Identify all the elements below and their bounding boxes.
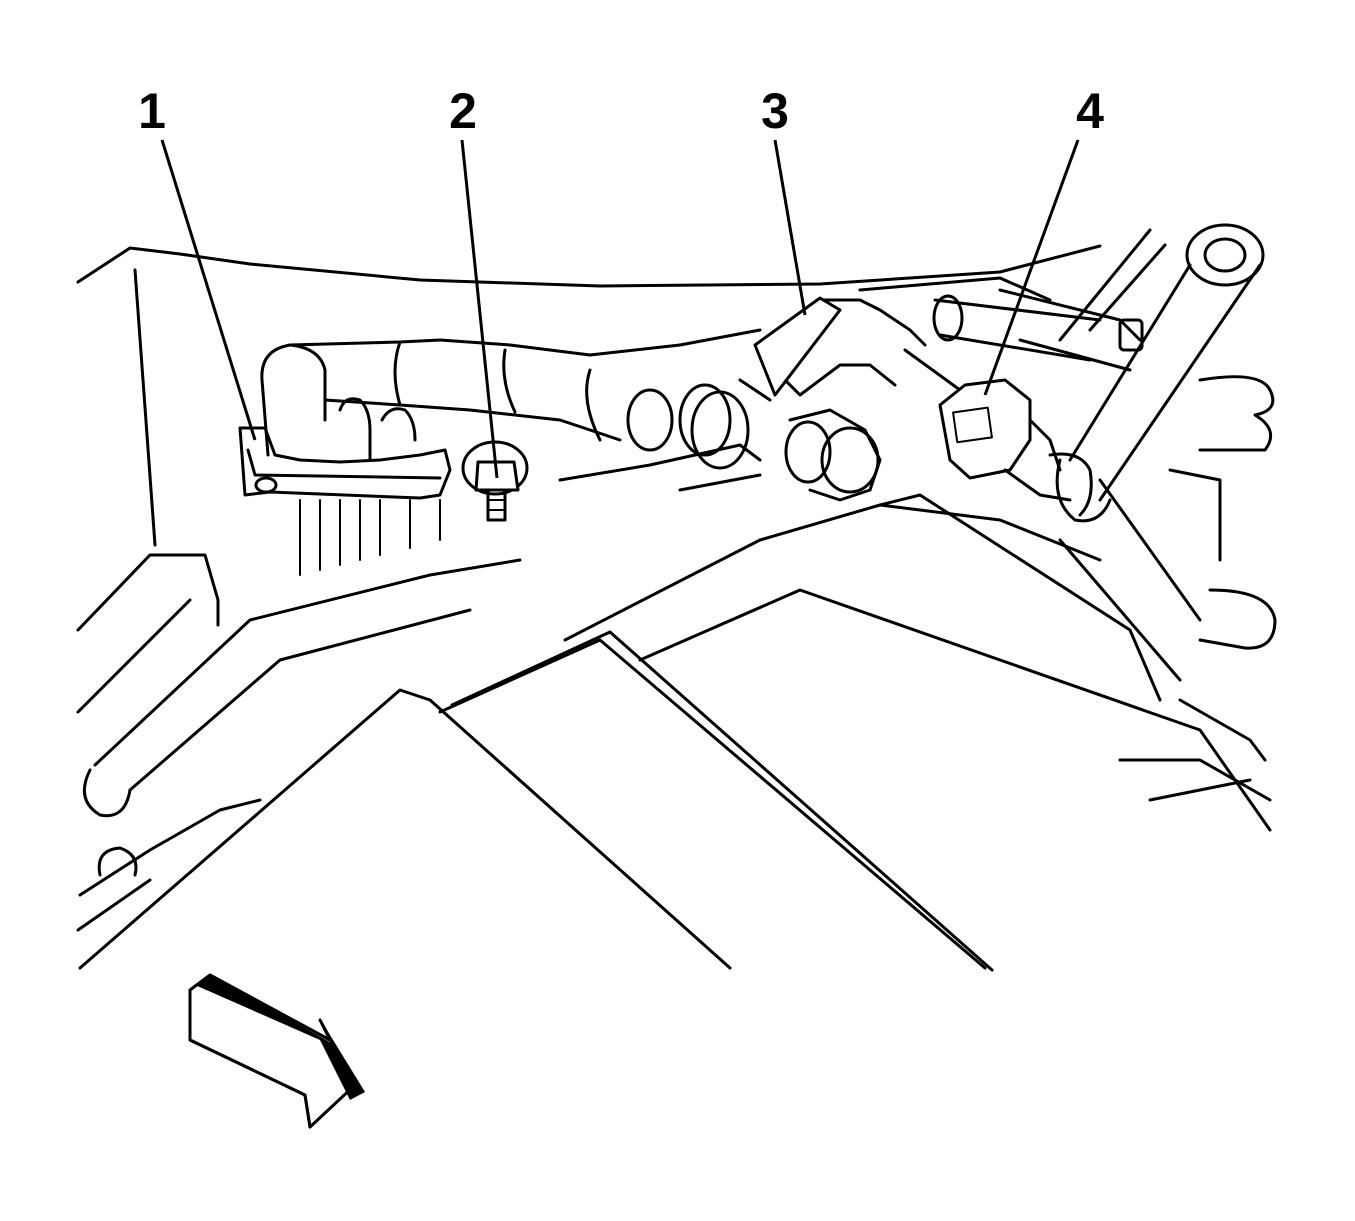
- hose-fitting: [558, 443, 762, 492]
- callout-2: 2: [449, 83, 477, 139]
- quick-connector: [938, 288, 1144, 517]
- leader-line-3: [773, 139, 807, 316]
- hose-bracket: [238, 343, 452, 500]
- callout-3: 3: [761, 83, 789, 139]
- elbow-hose: [753, 276, 1102, 502]
- leader-line-2: [460, 139, 499, 479]
- callout-1: 1: [138, 83, 166, 139]
- stud-bolt: [461, 440, 529, 522]
- coolant-hose: [288, 328, 772, 470]
- callout-4: 4: [1076, 83, 1104, 139]
- direction-arrow-icon: [188, 973, 365, 1129]
- leader-line-4: [983, 139, 1080, 396]
- leader-line-1: [160, 139, 257, 441]
- leader-lines: [160, 139, 1080, 479]
- callout-labels: 1 2 3 4: [138, 83, 1104, 139]
- vertical-pipe: [1055, 223, 1265, 523]
- engine-background: [76, 244, 1277, 972]
